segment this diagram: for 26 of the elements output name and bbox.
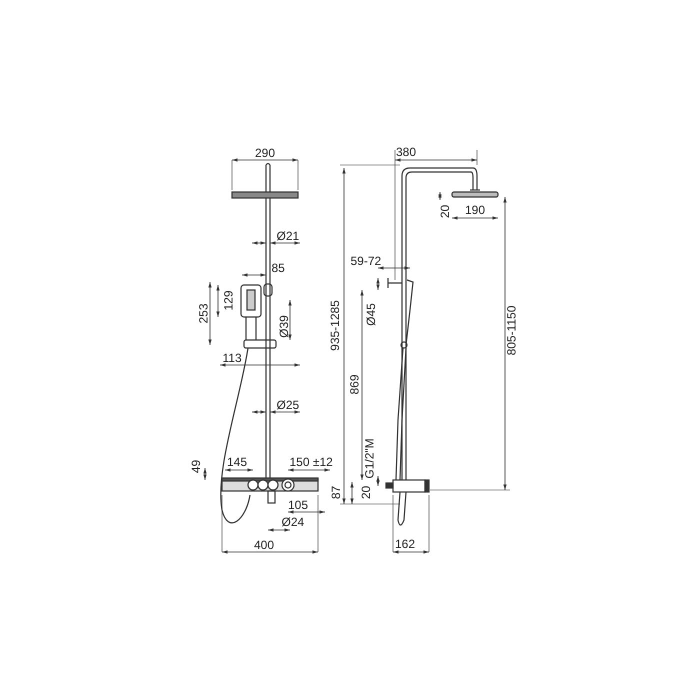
dimension-label: 935-1285 — [328, 300, 342, 350]
dimension-label: 290 — [255, 146, 276, 160]
dimension-label: 805-1150 — [505, 305, 518, 355]
dimension-label: Ø39 — [277, 314, 290, 338]
dimension-label: 59-72 — [350, 254, 382, 268]
dimension-label: Ø25 — [276, 398, 300, 412]
dimension-label: 380 — [396, 146, 416, 158]
dimension-label: 85 — [272, 262, 285, 274]
dimension-label: 150 ±12 — [290, 456, 333, 468]
dimension-label: Ø21 — [276, 230, 300, 242]
dimension-label: 20 — [360, 485, 373, 499]
dimension-label: 49 — [190, 459, 203, 473]
dimension-label: 253 — [198, 302, 211, 324]
dimension-label: G1/2"M — [364, 438, 377, 478]
dimension-label: 400 — [254, 538, 274, 552]
dimension-label: 869 — [348, 374, 362, 394]
dimension-label: 87 — [330, 485, 343, 499]
dimension-label: 190 — [465, 204, 486, 216]
dimension-label: Ø45 — [364, 302, 378, 326]
dimension-label: 105 — [288, 498, 308, 512]
dimension-label: 162 — [395, 538, 416, 550]
dimension-label: 113 — [222, 352, 242, 364]
dimension-label: Ø24 — [282, 516, 304, 528]
dimension-label: 20 — [438, 204, 452, 218]
dimension-label: 145 — [227, 456, 248, 468]
dimension-label: 129 — [222, 290, 236, 310]
